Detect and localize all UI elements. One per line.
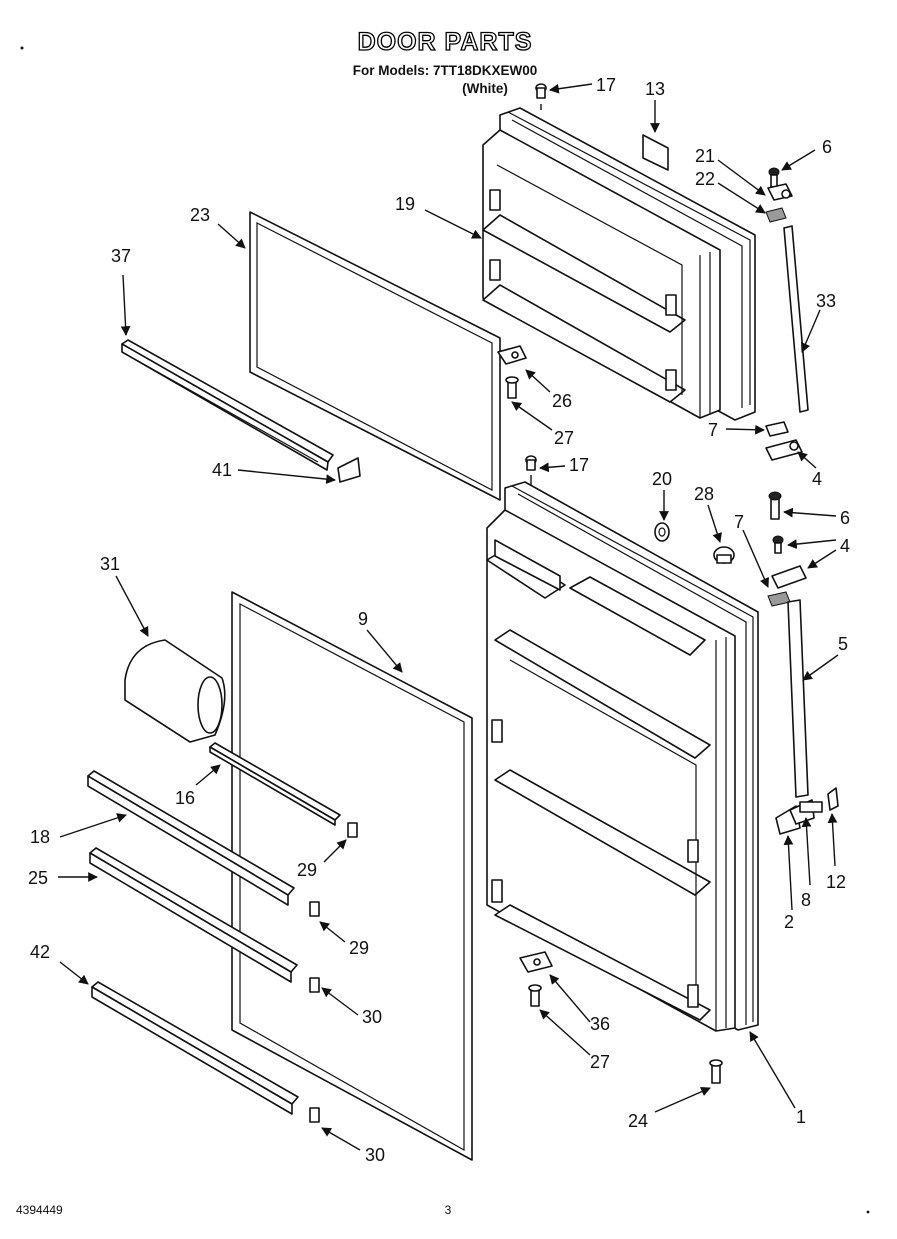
shelf-strip-42	[91, 981, 299, 1115]
cap-28	[713, 546, 735, 564]
doc-number: 4394449	[16, 1203, 63, 1217]
callout-21: 21	[695, 146, 715, 166]
callout-20: 20	[652, 469, 672, 489]
hinge-4-top	[765, 439, 803, 461]
callout-23: 23	[190, 205, 210, 225]
fresh-food-door-part	[486, 481, 759, 1032]
callout-41: 41	[212, 460, 232, 480]
callout-13: 13	[645, 79, 665, 99]
callout-25: 25	[28, 868, 48, 888]
callout-33: 33	[816, 291, 836, 311]
screw-6-low	[772, 535, 784, 554]
callout-37: 37	[111, 246, 131, 266]
callout-8: 8	[801, 890, 811, 910]
callout-4: 4	[812, 469, 822, 489]
clip-30b	[309, 1107, 320, 1123]
callout-27b: 27	[590, 1052, 610, 1072]
callout-29b: 29	[349, 938, 369, 958]
scan-dot-bottom	[866, 1210, 870, 1214]
screw-27-bottom	[528, 984, 542, 1007]
callout-9: 9	[358, 609, 368, 629]
handle-5	[787, 599, 809, 798]
shelf-strip-25	[89, 847, 298, 983]
callout-27: 27	[554, 428, 574, 448]
callout-6: 6	[822, 137, 832, 157]
screw-17-top	[535, 83, 547, 110]
screw-6-top	[768, 167, 780, 188]
clip-30a	[309, 977, 320, 993]
callout-28: 28	[694, 484, 714, 504]
callout-2: 2	[784, 912, 794, 932]
callout-12: 12	[826, 872, 846, 892]
clip-29a	[347, 822, 358, 838]
screw-17-bottom	[525, 455, 537, 485]
page-title: DOOR PARTS	[358, 28, 533, 56]
plug-20	[654, 522, 670, 542]
bracket-36	[519, 951, 553, 973]
page-number: 3	[445, 1203, 452, 1217]
leader-lines	[58, 83, 839, 1151]
hinge-7-top	[765, 421, 789, 437]
pin-8	[799, 801, 823, 813]
handle-33	[783, 225, 809, 413]
screw-27-top	[505, 376, 519, 399]
cap-12	[827, 787, 839, 811]
callout-7: 7	[708, 420, 718, 440]
callout-24: 24	[628, 1111, 648, 1131]
screw-24	[709, 1059, 723, 1084]
callout-numbers: 17 13 21 6 22 23 19 37 33 26 27 7 4 41 1…	[28, 75, 850, 1165]
callout-36: 36	[590, 1014, 610, 1034]
hinge-4-mid	[771, 565, 807, 589]
fresh-food-gasket-part	[231, 591, 473, 1161]
callout-22: 22	[695, 169, 715, 189]
screw-6-mid	[768, 491, 782, 520]
callout-7b: 7	[734, 512, 744, 532]
callout-17b: 17	[569, 455, 589, 475]
shelf-strip-37	[121, 339, 334, 471]
callout-30: 30	[362, 1007, 382, 1027]
clip-41	[337, 457, 361, 483]
callout-4b: 4	[840, 536, 850, 556]
callout-42: 42	[30, 942, 50, 962]
callout-26: 26	[552, 391, 572, 411]
callout-16: 16	[175, 788, 195, 808]
scan-dot	[20, 46, 24, 50]
dairy-door-31	[124, 639, 226, 743]
models-line: For Models: 7TT18DKXEW00	[353, 63, 538, 78]
shelf-strip-18	[87, 770, 295, 906]
callout-18: 18	[30, 827, 50, 847]
callout-29: 29	[297, 860, 317, 880]
callout-1: 1	[796, 1107, 806, 1127]
callout-6b: 6	[840, 508, 850, 528]
callout-31: 31	[100, 554, 120, 574]
callout-5: 5	[838, 634, 848, 654]
freezer-door-part	[482, 107, 756, 421]
callout-19: 19	[395, 194, 415, 214]
bar-16	[209, 742, 341, 826]
clip-29b	[309, 901, 320, 917]
callout-30b: 30	[365, 1145, 385, 1165]
hinge-21	[767, 183, 793, 201]
washer-22	[765, 207, 787, 223]
bracket-26	[497, 345, 527, 365]
callout-17: 17	[596, 75, 616, 95]
freezer-gasket-part	[249, 211, 501, 501]
hinge-7-mid	[767, 591, 791, 607]
color-line: (White)	[462, 81, 508, 96]
